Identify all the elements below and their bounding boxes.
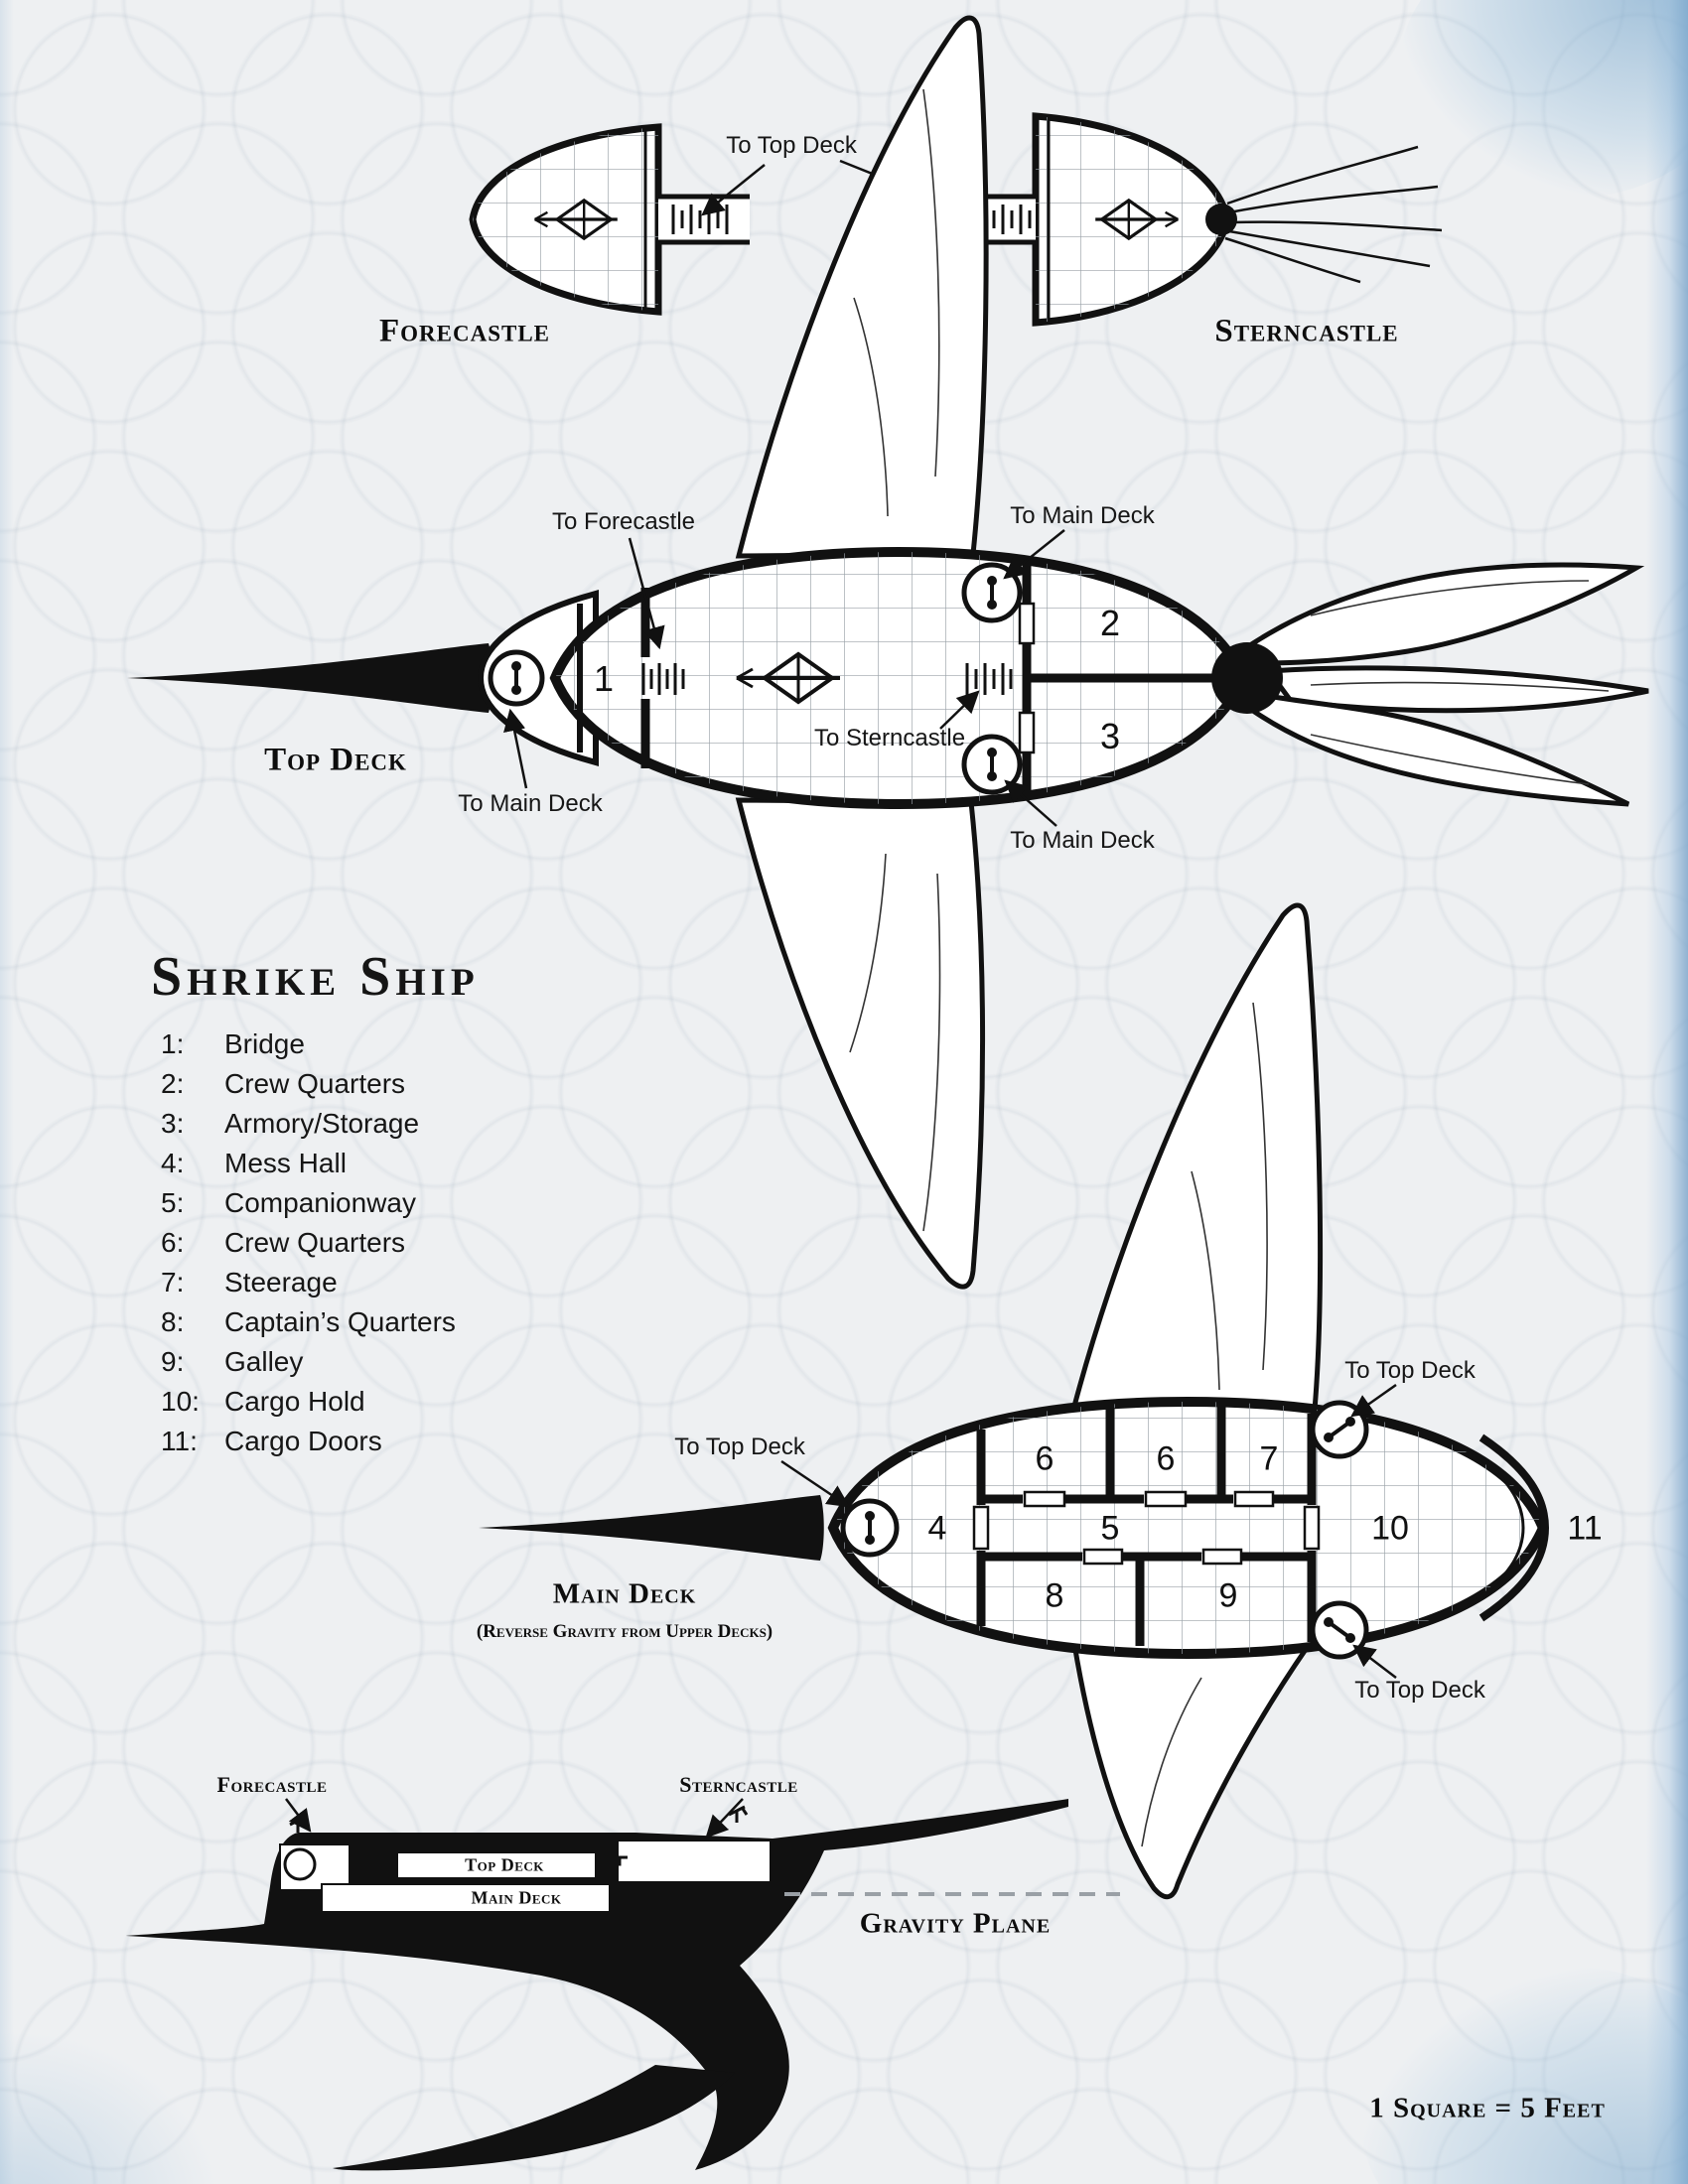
main-deck-title: Main Deck bbox=[552, 1577, 697, 1610]
room-number-9: 9 bbox=[1218, 1576, 1238, 1615]
legend-item: 10:Cargo Hold bbox=[161, 1386, 365, 1417]
leader-lines-side-view bbox=[285, 1798, 744, 1839]
legend-item: 2:Crew Quarters bbox=[161, 1068, 406, 1099]
door bbox=[1018, 602, 1036, 645]
sterncastle-title: Sterncastle bbox=[1214, 313, 1399, 349]
bow-spike bbox=[127, 643, 492, 713]
main-deck-subtitle: (Reverse Gravity from Upper Decks) bbox=[476, 1621, 774, 1642]
room-number-2: 2 bbox=[1099, 603, 1121, 643]
side-sterncastle-label: Sterncastle bbox=[679, 1772, 798, 1797]
legend-item: 11:Cargo Doors bbox=[161, 1426, 382, 1456]
ladder-hatch-icon bbox=[641, 663, 685, 695]
top-deck-lower-wing bbox=[735, 797, 986, 1290]
ladder-icon bbox=[1324, 1417, 1355, 1442]
left-border-wash bbox=[0, 0, 14, 2184]
to-top-deck-label-upper: To Top Deck bbox=[726, 132, 857, 159]
room-number-1: 1 bbox=[593, 658, 615, 699]
main-deck-lower-wing bbox=[1071, 1641, 1312, 1900]
legend-item: 1:Bridge bbox=[161, 1028, 305, 1059]
side-main-deck-label: Main Deck bbox=[471, 1887, 562, 1908]
scale-note: 1 Square = 5 Feet bbox=[1369, 2092, 1606, 2124]
doors bbox=[972, 1490, 1321, 1566]
to-top-deck-label-upper-right: To Top Deck bbox=[1344, 1357, 1476, 1384]
stairs-icon bbox=[596, 1855, 628, 1880]
stern-plumes bbox=[1224, 145, 1443, 284]
ladder-icon bbox=[1324, 1617, 1355, 1643]
room-number-6a: 6 bbox=[1035, 1439, 1055, 1478]
legend-item: 9:Galley bbox=[161, 1346, 304, 1377]
legend-item: 5:Companionway bbox=[161, 1187, 416, 1218]
top-deck-title: Top Deck bbox=[264, 742, 407, 778]
to-top-deck-label-bow: To Top Deck bbox=[674, 1433, 805, 1460]
to-main-deck-label-bow: To Main Deck bbox=[458, 790, 603, 817]
door bbox=[1018, 711, 1036, 754]
legend-item: 3:Armory/Storage bbox=[161, 1108, 420, 1139]
top-deck-upper-wing bbox=[735, 15, 989, 559]
room-number-5: 5 bbox=[1100, 1509, 1120, 1548]
ladder-icon bbox=[987, 576, 997, 610]
stern-knob bbox=[1211, 642, 1283, 714]
ladder-icon bbox=[987, 748, 997, 781]
forecastle-title: Forecastle bbox=[378, 313, 551, 349]
room-number-11: 11 bbox=[1567, 1509, 1603, 1548]
room-number-4: 4 bbox=[927, 1509, 947, 1548]
ballista-icon bbox=[1095, 198, 1179, 241]
side-profile-view bbox=[125, 1798, 1120, 2171]
to-main-deck-label-lower: To Main Deck bbox=[1010, 827, 1155, 854]
to-sterncastle-label: To Sterncastle bbox=[813, 725, 966, 751]
side-forecastle-label: Forecastle bbox=[216, 1772, 328, 1797]
page-title: Shrike Ship bbox=[151, 946, 480, 1008]
room-number-6b: 6 bbox=[1156, 1439, 1176, 1478]
forecastle-deck-shape bbox=[469, 123, 750, 316]
tail-fins bbox=[1249, 562, 1649, 807]
stairs-icon bbox=[355, 1852, 395, 1880]
room-number-3: 3 bbox=[1099, 716, 1121, 756]
ladder-icon bbox=[865, 1511, 875, 1545]
sterncastle-deck-shape bbox=[978, 112, 1443, 327]
to-main-deck-label-upper: To Main Deck bbox=[1010, 502, 1155, 529]
ladder-icon bbox=[511, 661, 521, 695]
legend-item: 4:Mess Hall bbox=[161, 1148, 347, 1178]
leader-lines-top-deck bbox=[503, 529, 1065, 827]
ballista-icon bbox=[736, 651, 840, 705]
ladder-hatch-icon bbox=[671, 205, 729, 234]
mini-ballista-icon bbox=[728, 1805, 749, 1823]
legend-item: 7:Steerage bbox=[161, 1267, 338, 1297]
right-border-wash bbox=[1646, 0, 1688, 2184]
legend-item: 8:Captain’s Quarters bbox=[161, 1306, 456, 1337]
room-number-8: 8 bbox=[1045, 1576, 1064, 1615]
side-top-deck-label: Top Deck bbox=[465, 1854, 544, 1875]
room-number-7: 7 bbox=[1259, 1439, 1279, 1478]
gravity-plane-label: Gravity Plane bbox=[859, 1907, 1052, 1940]
to-top-deck-label-lower-right: To Top Deck bbox=[1354, 1677, 1485, 1704]
top-deck-ship bbox=[127, 15, 1649, 1290]
ballista-icon bbox=[534, 198, 618, 241]
to-forecastle-label: To Forecastle bbox=[551, 508, 696, 535]
ladder-hatch-icon bbox=[965, 663, 1013, 695]
main-deck-ship bbox=[479, 902, 1550, 1900]
bow-spike bbox=[479, 1495, 824, 1561]
legend-item: 6:Crew Quarters bbox=[161, 1227, 406, 1258]
leader-lines-main-deck bbox=[780, 1383, 1397, 1679]
legend: 1:Bridge 2:Crew Quarters 3:Armory/Storag… bbox=[161, 1024, 456, 1461]
room-number-10: 10 bbox=[1371, 1509, 1409, 1548]
main-deck-upper-wing bbox=[1068, 902, 1324, 1417]
